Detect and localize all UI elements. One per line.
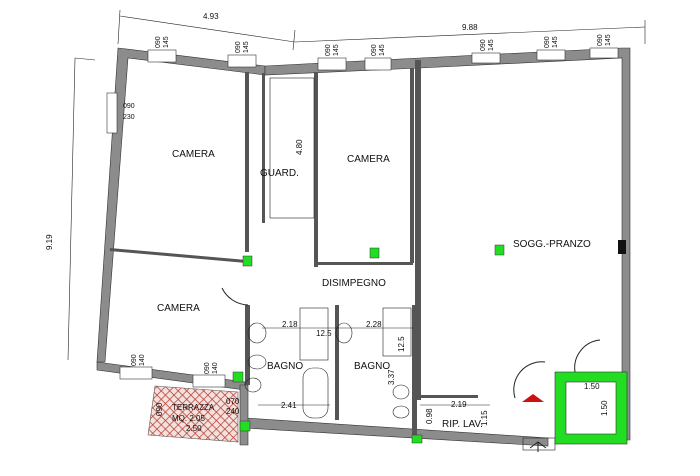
window-label: 090 — [325, 44, 332, 56]
entrance-icon — [529, 441, 547, 452]
window-label-left: 090 — [123, 103, 135, 110]
room-soggiorno: SOGG.-PRANZO — [513, 239, 591, 250]
window-label: 145 — [605, 34, 612, 46]
dim-bagno2-depth: 3.37 — [387, 369, 396, 385]
window-label: 090 — [131, 354, 138, 366]
dim-lift-d: 1.50 — [600, 400, 609, 416]
room-rip-lav: RIP. LAV. — [442, 419, 483, 430]
dim-bagno2-shower: 12.5 — [397, 336, 406, 352]
dim-rip-small: 0.98 — [425, 408, 434, 424]
dim-bagno1-lower: 2.41 — [281, 401, 297, 410]
room-terrazza: TERRAZZA — [172, 403, 215, 412]
dim-terrazza-d: 090 — [155, 402, 164, 416]
window-label: 140 — [139, 354, 146, 366]
dim-left: 9.19 — [45, 234, 54, 250]
room-bagno-2: BAGNO — [354, 361, 390, 372]
window-label: 090 — [480, 39, 487, 51]
window-label: 145 — [243, 41, 250, 53]
window-label: 090 — [204, 362, 211, 374]
room-disimpegno: DISIMPEGNO — [322, 278, 386, 289]
wall-element — [618, 240, 626, 254]
dim-rip-depth: 1.15 — [480, 410, 489, 426]
dim-lift-w: 1.50 — [584, 382, 600, 391]
window-label: 090 — [235, 41, 242, 53]
lift-shaft — [554, 371, 628, 445]
dim-top-right: 9.88 — [462, 23, 478, 32]
window-label: 090 — [155, 36, 162, 48]
terrazza-hatch — [147, 385, 239, 443]
dimension-labels: 4.93 9.88 9.19 4.80 2.18 12.5 2.28 12.5 … — [45, 12, 609, 433]
dimension-lines — [67, 9, 646, 361]
window-label: 090 — [544, 36, 551, 48]
dim-rip-width: 2.19 — [451, 400, 467, 409]
window-label: 145 — [552, 36, 559, 48]
dim-guard: 4.80 — [295, 139, 304, 155]
columns — [232, 244, 505, 444]
window-label: 090 — [371, 44, 378, 56]
room-guardaroba: GUARD. — [260, 168, 299, 179]
dim-top-left: 4.93 — [203, 12, 219, 21]
room-camera-3: CAMERA — [157, 303, 200, 314]
windows — [106, 47, 619, 388]
window-label: 090 — [597, 34, 604, 46]
dim-terrazza-w: 2.50 — [186, 424, 202, 433]
window-label: 145 — [488, 39, 495, 51]
dim-bagno2-width: 2.28 — [366, 320, 382, 329]
window-label: 145 — [379, 44, 386, 56]
dim-door-terrazza: 070 — [226, 397, 240, 406]
window-label: 145 — [163, 36, 170, 48]
room-camera-2: CAMERA — [347, 154, 390, 165]
dim-bagno1-shower: 12.5 — [316, 329, 332, 338]
interior-walls — [109, 60, 478, 435]
terrazza-area: MQ. 2.05 — [172, 414, 205, 423]
window-label-left: 230 — [123, 114, 135, 121]
dim-door-terrazza-h: 240 — [226, 407, 240, 416]
window-label: 140 — [212, 362, 219, 374]
room-labels: CAMERA GUARD. CAMERA DISIMPEGNO SOGG.-PR… — [157, 149, 591, 430]
entrance-arrow-icon — [522, 394, 544, 402]
room-bagno-1: BAGNO — [267, 361, 303, 372]
room-camera-1: CAMERA — [172, 149, 215, 160]
window-label: 145 — [333, 44, 340, 56]
dim-bagno1-width: 2.18 — [282, 320, 298, 329]
